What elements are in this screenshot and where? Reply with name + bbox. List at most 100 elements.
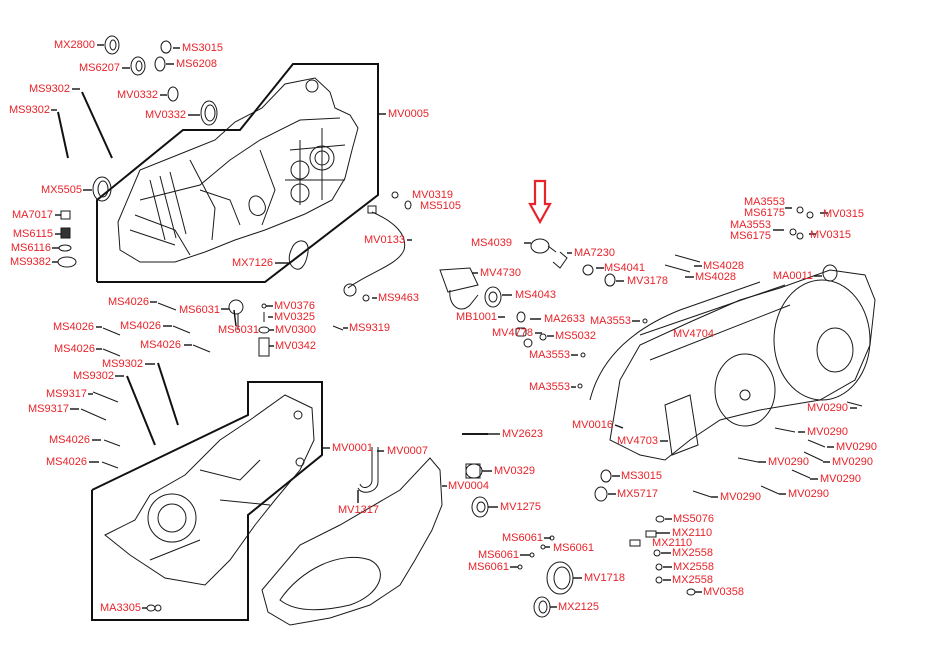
part-label[interactable]: MS9302 <box>9 104 50 116</box>
part-label[interactable]: MS6031 <box>218 324 259 336</box>
part-label[interactable]: MS4026 <box>54 343 95 355</box>
part-label[interactable]: MV0300 <box>275 324 316 336</box>
part-label[interactable]: MS9302 <box>29 83 70 95</box>
part-label[interactable]: MS6207 <box>79 62 120 74</box>
part-label[interactable]: MS9319 <box>349 322 390 334</box>
part-label[interactable]: MV1718 <box>584 572 625 584</box>
part-label[interactable]: MX2558 <box>672 547 713 559</box>
part-label[interactable]: MS6061 <box>502 532 543 544</box>
part-label-highlighted[interactable]: MS4039 <box>471 237 512 249</box>
part-label[interactable]: MS6061 <box>553 542 594 554</box>
part-label[interactable]: MX5505 <box>41 184 82 196</box>
kickstart-assembly <box>439 238 701 348</box>
drain-plug-stack <box>57 210 77 268</box>
part-label[interactable]: MX5717 <box>617 488 658 500</box>
part-label[interactable]: MS9317 <box>46 388 87 400</box>
part-label[interactable]: MV0332 <box>145 109 186 121</box>
part-label-right-crankcase[interactable]: MV0005 <box>388 108 429 120</box>
part-label[interactable]: MA3553 <box>730 219 771 231</box>
part-label[interactable]: MS4026 <box>49 434 90 446</box>
part-label[interactable]: MV0315 <box>823 208 864 220</box>
part-label[interactable]: MA3553 <box>529 349 570 361</box>
part-label[interactable]: MS5076 <box>673 513 714 525</box>
part-label[interactable]: MS4026 <box>46 456 87 468</box>
part-label[interactable]: MS6175 <box>744 207 785 219</box>
part-label[interactable]: MS4043 <box>515 289 556 301</box>
part-label[interactable]: MV0004 <box>448 480 489 492</box>
part-label[interactable]: MA2633 <box>544 313 585 325</box>
part-label[interactable]: MS5105 <box>420 200 461 212</box>
part-label[interactable]: MX2110 <box>672 527 713 539</box>
part-label[interactable]: MV1317 <box>338 504 379 516</box>
part-label[interactable]: MV0290 <box>807 426 848 438</box>
part-label[interactable]: MX2800 <box>54 39 95 51</box>
part-label[interactable]: MS6031 <box>179 304 220 316</box>
part-label[interactable]: MV0358 <box>703 586 744 598</box>
part-label[interactable]: MX2125 <box>558 601 599 613</box>
part-label[interactable]: MV4703 <box>617 435 658 447</box>
part-label[interactable]: MV0016 <box>572 419 613 431</box>
highlight-arrow-icon <box>528 179 552 225</box>
part-label[interactable]: MS5032 <box>555 330 596 342</box>
part-label[interactable]: MX2110 <box>652 537 693 549</box>
part-label[interactable]: MX2558 <box>672 574 713 586</box>
gasket-mv0004 <box>261 457 443 626</box>
part-label[interactable]: MA3553 <box>744 196 785 208</box>
part-label[interactable]: MV0329 <box>494 465 535 477</box>
part-label[interactable]: MA3553 <box>529 381 570 393</box>
part-label[interactable]: MX2558 <box>673 561 714 573</box>
part-label[interactable]: MV0332 <box>117 89 158 101</box>
part-label[interactable]: MV4730 <box>480 267 521 279</box>
part-label[interactable]: MV0290 <box>788 488 829 500</box>
part-label[interactable]: MS4026 <box>53 321 94 333</box>
studs-lower <box>126 362 179 446</box>
part-label[interactable]: MV0290 <box>768 456 809 468</box>
part-label[interactable]: MS6208 <box>176 58 217 70</box>
part-label[interactable]: MV0290 <box>820 473 861 485</box>
part-label[interactable]: MV0290 <box>836 441 877 453</box>
part-label[interactable]: MV2623 <box>502 428 543 440</box>
part-label[interactable]: MS3015 <box>182 42 223 54</box>
part-label-left-crankcase[interactable]: MV0001 <box>332 442 373 454</box>
part-label[interactable]: MS6061 <box>468 561 509 573</box>
part-label[interactable]: MS6115 <box>12 228 53 240</box>
part-label[interactable]: MS4026 <box>140 339 181 351</box>
part-label[interactable]: MV0376 <box>274 300 315 312</box>
part-label[interactable]: MA7017 <box>12 209 53 221</box>
part-label[interactable]: MB1001 <box>456 311 497 323</box>
part-label[interactable]: MA3553 <box>590 315 631 327</box>
part-label[interactable]: MV0290 <box>807 402 848 414</box>
part-label[interactable]: MV0290 <box>720 491 761 503</box>
part-label[interactable]: MV0319 <box>412 189 453 201</box>
part-label[interactable]: MS9382 <box>10 256 51 268</box>
part-label[interactable]: MS4026 <box>120 320 161 332</box>
part-label[interactable]: MA3305 <box>100 602 141 614</box>
part-label[interactable]: MS6175 <box>730 230 771 242</box>
part-label[interactable]: MS9302 <box>102 358 143 370</box>
part-label[interactable]: MS4028 <box>703 260 744 272</box>
part-label[interactable]: MS4026 <box>108 296 149 308</box>
part-label[interactable]: MV0325 <box>274 311 315 323</box>
part-label[interactable]: MS9302 <box>73 370 114 382</box>
part-label[interactable]: MV1275 <box>500 501 541 513</box>
part-label[interactable]: MS6116 <box>10 242 51 254</box>
part-label[interactable]: MX7126 <box>232 257 273 269</box>
part-label[interactable]: MV0007 <box>387 445 428 457</box>
part-label[interactable]: MS4041 <box>604 262 645 274</box>
part-label[interactable]: MS4028 <box>695 271 736 283</box>
part-label[interactable]: MV0342 <box>275 340 316 352</box>
part-label[interactable]: MS9317 <box>28 403 69 415</box>
transmission-cover-part <box>589 269 876 461</box>
part-label[interactable]: MV0133 <box>364 234 405 246</box>
part-label-transmission-cover[interactable]: MV4704 <box>673 328 714 340</box>
part-label[interactable]: MV0315 <box>810 229 851 241</box>
part-label[interactable]: MV0290 <box>832 456 873 468</box>
part-label[interactable]: MV3178 <box>627 275 668 287</box>
small-hardware-right <box>577 206 838 596</box>
part-label[interactable]: MA0011 <box>772 270 813 282</box>
part-label[interactable]: MV4778 <box>492 327 533 339</box>
part-label[interactable]: MS6061 <box>478 549 519 561</box>
part-label[interactable]: MA7230 <box>574 247 615 259</box>
part-label[interactable]: MS9463 <box>378 292 419 304</box>
part-label[interactable]: MS3015 <box>621 470 662 482</box>
